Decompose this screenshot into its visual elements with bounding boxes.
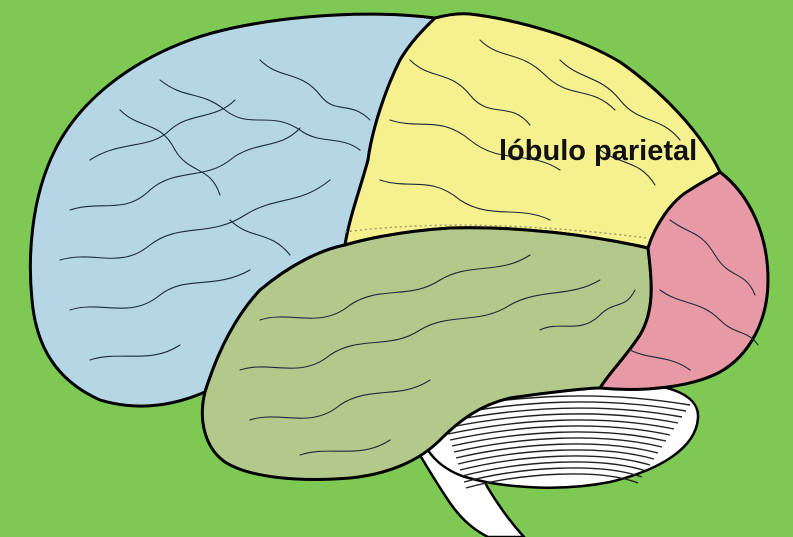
lobe-label-parietal: lóbulo parietal [499, 132, 697, 170]
